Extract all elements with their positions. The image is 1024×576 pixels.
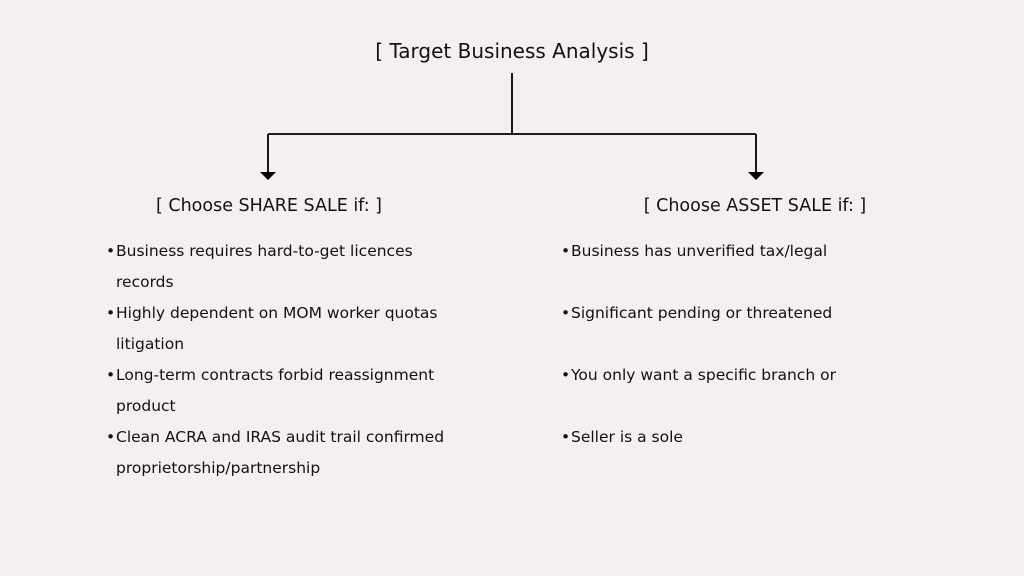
criterion-continuation xyxy=(571,329,836,360)
criterion-text: Significant pending or threatened xyxy=(571,304,833,322)
criterion-continuation xyxy=(571,453,836,484)
criterion-text: Long-term contracts forbid reassignment xyxy=(116,366,435,384)
criterion-continuation xyxy=(571,391,836,422)
list-item: You only want a specific branch or xyxy=(561,360,836,422)
criterion-text: Business requires hard-to-get licences xyxy=(116,242,413,260)
asset-sale-title: [ Choose ASSET SALE if: ] xyxy=(643,196,867,216)
criterion-text: Highly dependent on MOM worker quotas xyxy=(116,304,438,322)
root-node-title: [ Target Business Analysis ] xyxy=(375,39,649,63)
criterion-continuation: product xyxy=(116,397,176,415)
asset-sale-criteria-list: Business has unverified tax/legal Signif… xyxy=(561,236,836,484)
list-item: Long-term contracts forbid reassignment … xyxy=(106,360,444,422)
criterion-text: Business has unverified tax/legal xyxy=(571,242,828,260)
criterion-text: Clean ACRA and IRAS audit trail confirme… xyxy=(116,428,445,446)
list-item: Business has unverified tax/legal xyxy=(561,236,836,298)
criterion-text: You only want a specific branch or xyxy=(571,366,836,384)
share-sale-title: [ Choose SHARE SALE if: ] xyxy=(155,196,383,216)
right-arrowhead-icon xyxy=(748,172,764,180)
criterion-continuation xyxy=(571,267,836,298)
left-arrowhead-icon xyxy=(260,172,276,180)
list-item: Highly dependent on MOM worker quotas li… xyxy=(106,298,444,360)
share-sale-criteria-list: Business requires hard-to-get licences r… xyxy=(106,236,444,484)
criterion-continuation: records xyxy=(116,273,174,291)
criterion-text: Seller is a sole xyxy=(571,428,683,446)
list-item: Significant pending or threatened xyxy=(561,298,836,360)
criterion-continuation: litigation xyxy=(116,335,185,353)
list-item: Clean ACRA and IRAS audit trail confirme… xyxy=(106,422,444,484)
list-item: Seller is a sole xyxy=(561,422,836,484)
criterion-continuation: proprietorship/partnership xyxy=(116,459,321,477)
list-item: Business requires hard-to-get licences r… xyxy=(106,236,444,298)
